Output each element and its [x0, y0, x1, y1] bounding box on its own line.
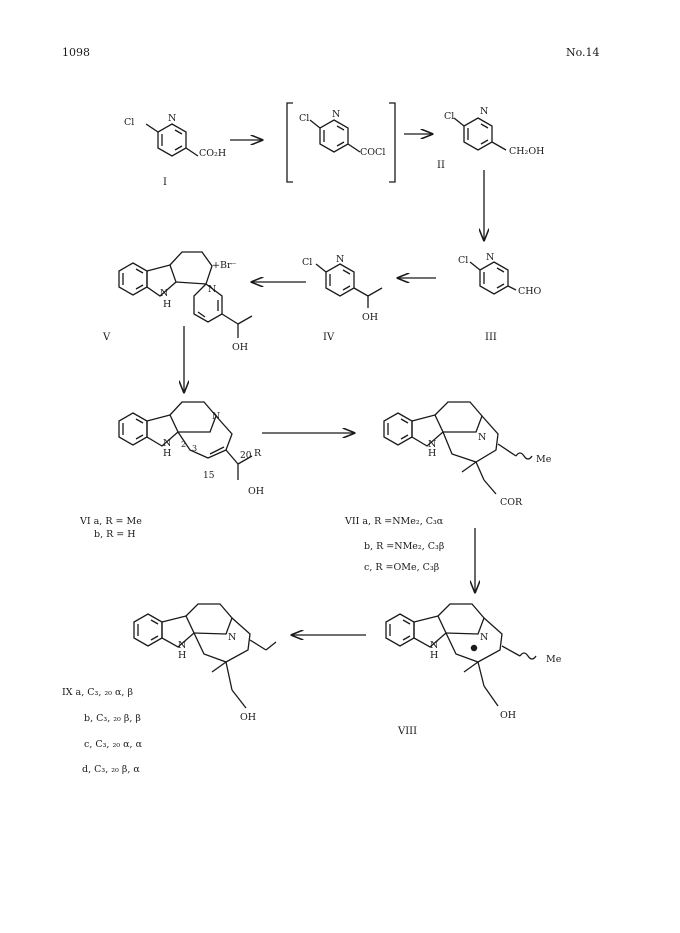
pos-2-VI: 2 — [181, 440, 186, 449]
atom-n-VIII-indole: N — [430, 640, 438, 651]
acid-chloride-structure — [309, 119, 361, 153]
label-IV: IV — [323, 332, 335, 343]
caption-IX-c: c, C₃, ₂₀ α, α — [84, 739, 142, 750]
pos-20-VI: 20 — [240, 451, 252, 461]
caption-VII-a: VII a, R =NMe₂, C₃α — [345, 516, 444, 527]
group-cho: CHO — [518, 286, 542, 297]
compound-VII-structure — [383, 401, 533, 495]
atom-n-I: N — [168, 113, 176, 124]
page-number: 1098 — [62, 46, 90, 59]
issue-number: No.14 — [566, 46, 600, 59]
atom-n-VI-indole: N — [163, 438, 171, 449]
label-VIII: VIII — [398, 726, 418, 737]
atom-cl-I: Cl — [124, 117, 134, 128]
caption-IX-a: IX a, C₃, ₂₀ α, β — [62, 687, 133, 698]
atom-n-IV: N — [336, 254, 344, 265]
group-cocl: COCl — [360, 147, 385, 158]
caption-IX-d: d, C₃, ₂₀ β, α — [82, 764, 140, 775]
group-ch2oh: CH₂OH — [509, 146, 544, 157]
compound-III-structure — [469, 261, 517, 295]
atom-n-VII-indole: N — [428, 439, 436, 450]
group-oh-VI: OH — [248, 486, 264, 497]
atom-h-IX: H — [178, 650, 186, 661]
compound-VIII-structure — [385, 603, 537, 707]
caption-VI-b: b, R = H — [94, 529, 136, 540]
pos-3-VI: 3 — [192, 444, 197, 453]
group-cor-VII: COR — [500, 497, 523, 508]
group-oh-IV: OH — [362, 312, 378, 323]
atom-cl-acyl: Cl — [299, 113, 309, 124]
atom-n-VIII-ring: N — [480, 632, 488, 643]
group-co2h-I: CO₂H — [199, 148, 226, 159]
atom-cl-III: Cl — [458, 255, 468, 266]
atom-n-IX-ring: N — [228, 632, 236, 643]
label-III: III — [485, 332, 497, 343]
atom-n-VI-ring: N — [212, 411, 220, 422]
compound-II-structure — [453, 117, 507, 151]
atom-n-V-indole: N — [160, 288, 168, 299]
label-II: II — [437, 160, 445, 171]
compound-I-structure — [145, 123, 199, 157]
group-oh-IX: OH — [240, 712, 256, 723]
group-me-VIII: Me — [546, 654, 562, 665]
atom-h-VII: H — [428, 448, 436, 459]
atom-n-III: N — [486, 252, 494, 263]
group-oh-VIII: OH — [500, 710, 516, 721]
compound-IV-structure — [315, 263, 383, 308]
atom-cl-IV: Cl — [302, 257, 312, 268]
atom-cl-II: Cl — [444, 111, 454, 122]
atom-labels: Cl N CO₂H Cl N COCl Cl N CH₂OH Cl N CHO … — [124, 106, 562, 723]
atom-h-V: H — [163, 299, 171, 310]
atom-n-VII-ring: N — [478, 432, 486, 443]
compound-IX-structure — [133, 603, 277, 709]
caption-VII-b: b, R =NMe₂, C₃β — [364, 541, 445, 552]
group-oh-V: OH — [232, 342, 248, 353]
compound-V-structure — [118, 251, 253, 338]
atom-n-II: N — [480, 106, 488, 117]
label-I: I — [163, 177, 167, 188]
pos-15-VI: 15 — [203, 471, 215, 481]
caption-IX-b: b, C₃, ₂₀ β, β — [84, 713, 141, 724]
group-me-VII: Me — [536, 454, 552, 465]
compound-VI-structure — [118, 401, 253, 480]
atom-h-VIII: H — [430, 650, 438, 661]
caption-VII-c: c, R =OMe, C₃β — [364, 562, 440, 573]
group-br-V: +Br⁻ — [212, 260, 237, 271]
atom-n-V-ring: N — [208, 284, 216, 295]
caption-VI-a: VI a, R = Me — [80, 516, 142, 527]
label-V: V — [103, 332, 111, 343]
atom-h-VI: H — [163, 448, 171, 459]
atom-n-IX-indole: N — [178, 640, 186, 651]
atom-r-VI: R — [254, 448, 262, 459]
atom-n-acyl: N — [332, 109, 340, 120]
